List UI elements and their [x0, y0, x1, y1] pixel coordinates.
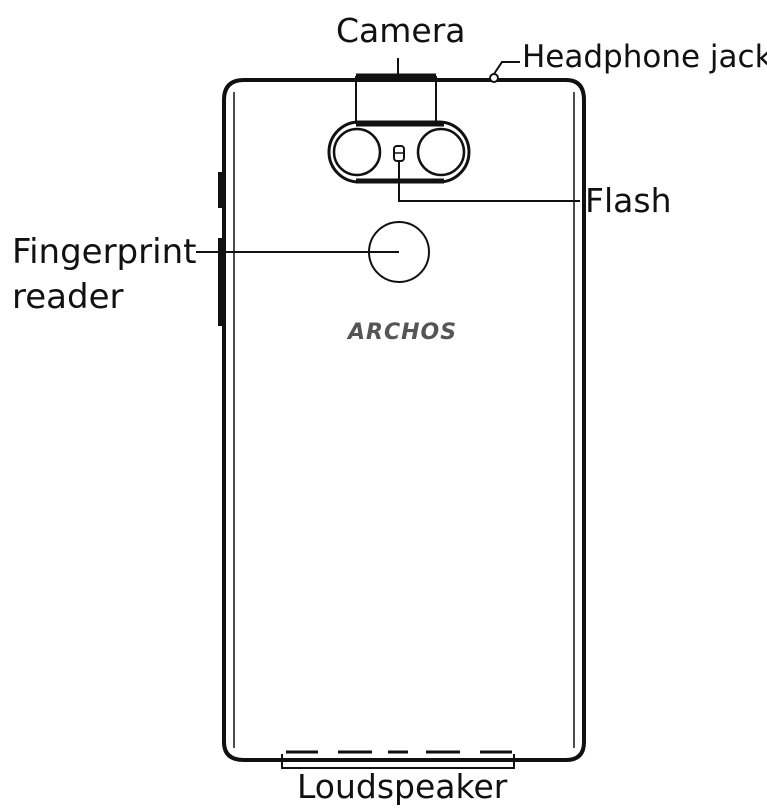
fingerprint-label-line1: Fingerprint [12, 232, 197, 272]
phone-body-outline [222, 78, 586, 762]
fingerprint-label-line2: reader [12, 277, 124, 317]
camera-label: Camera [336, 11, 466, 50]
loudspeaker-leader [281, 754, 515, 769]
camera-lens-left [332, 127, 382, 177]
side-button-lower [218, 238, 224, 326]
headphone-jack-label: Headphone jack [522, 39, 767, 75]
brand-logo: ARCHOS [348, 320, 458, 345]
camera-lens-right [416, 127, 466, 177]
side-button-upper [218, 172, 224, 208]
loudspeaker-label: Loudspeaker [297, 767, 508, 806]
flash-leader [398, 161, 580, 202]
phone-inner-rim [233, 92, 575, 748]
flash-label: Flash [585, 181, 672, 220]
headphone-jack-leader [493, 61, 520, 75]
headphone-jack-port [489, 73, 499, 83]
